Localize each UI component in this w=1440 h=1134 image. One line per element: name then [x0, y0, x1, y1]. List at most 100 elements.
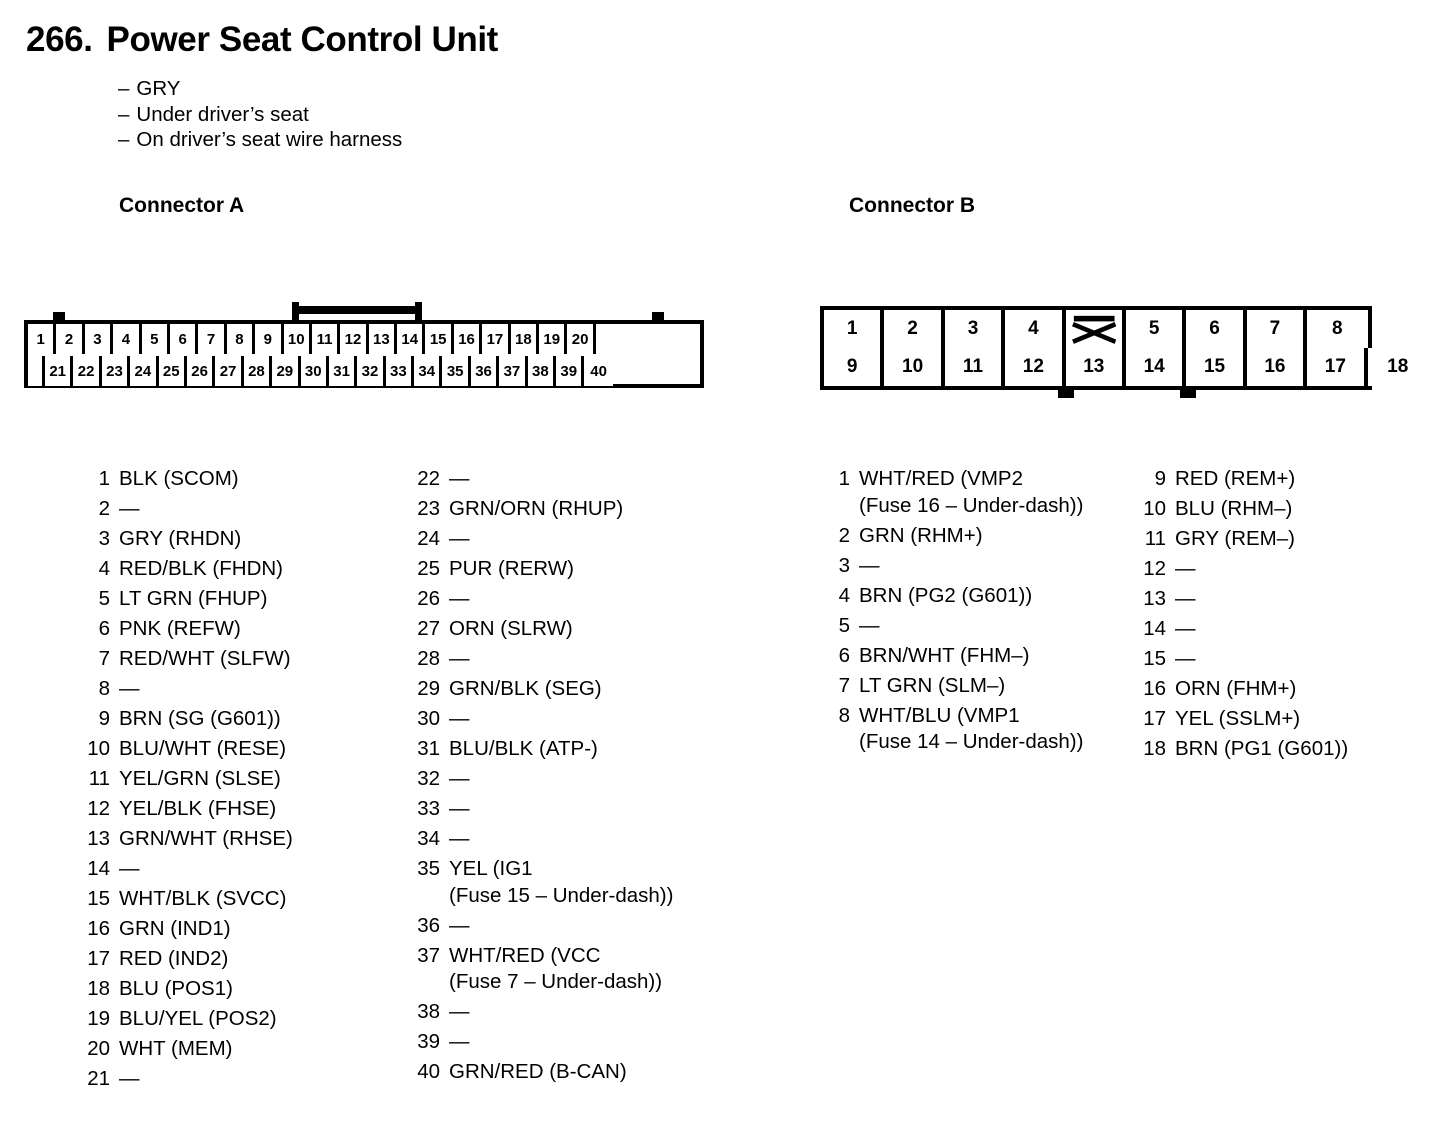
pin-value-continuation: (Fuse 15 – Under-dash)): [449, 883, 674, 907]
pin-number: 11: [1144, 527, 1166, 550]
pin-number: 40: [417, 1060, 440, 1083]
connector-a-pin-cell-36: 36: [470, 356, 500, 386]
pin-row: 38—: [410, 999, 673, 1026]
pin-number: 14: [1143, 617, 1166, 640]
pin-value: BRN (PG1 (G601)): [1175, 737, 1349, 760]
pin-number: 17: [1143, 707, 1166, 730]
header-note: –On driver’s seat wire harness: [118, 127, 402, 153]
connector-a-pin-cell-32: 32: [357, 356, 386, 386]
pin-number: 5: [838, 613, 850, 637]
connector-a-pin-cell-29: 29: [272, 356, 301, 386]
pin-value: GRN/RED (B-CAN): [449, 1060, 627, 1083]
pin-number: 2: [98, 497, 110, 520]
pin-value: BRN (SG (G601)): [119, 707, 281, 730]
pin-value: YEL (SSLM+): [1175, 707, 1301, 730]
connector-a-pin-cell-12: 12: [340, 324, 369, 354]
connector-a-pin-cell-33: 33: [385, 356, 415, 386]
connector-b-pin-cell-3: 3: [944, 310, 1006, 348]
pin-row: 40 GRN/RED (B-CAN): [410, 1059, 673, 1086]
pin-number: 2: [838, 523, 850, 547]
pin-number: 13: [87, 827, 110, 850]
connector-a-pin-cell-15: 15: [425, 324, 454, 354]
pin-value: —: [449, 913, 470, 937]
connector-a-pin-cell-1: 1: [28, 324, 57, 354]
pin-number: 18: [87, 977, 110, 1000]
pin-number: 4: [838, 583, 850, 607]
connector-a-pin-cell-22: 22: [73, 356, 102, 386]
pin-value: BRN (PG2 (G601)): [859, 583, 1033, 607]
connector-b-notch-left: [1058, 386, 1074, 398]
pin-value: —: [449, 647, 470, 670]
pin-number: 39: [417, 1030, 440, 1053]
pin-value: —: [119, 1067, 140, 1090]
note-dash: –: [118, 102, 130, 126]
header-note: –GRY: [118, 76, 402, 102]
pin-value: YEL/BLK (FHSE): [119, 797, 277, 820]
pin-value: ORN (SLRW): [449, 617, 573, 640]
connector-b-pin-cell-6: 6: [1186, 310, 1247, 348]
pin-value-continuation: (Fuse 16 – Under-dash)): [859, 493, 1084, 517]
connector-a-pin-cell-10: 10: [283, 324, 312, 354]
connector-a-pin-cell-30: 30: [300, 356, 329, 386]
pin-number: 35: [417, 857, 440, 880]
pin-number: 5: [98, 587, 110, 610]
pin-number: 17: [87, 947, 110, 970]
connector-a-pin-cell-3: 3: [84, 324, 114, 354]
connector-b-blocked-cell-icon: [1065, 310, 1126, 348]
pin-row: 32—: [410, 766, 673, 793]
pin-value: BLU/WHT (RESE): [119, 737, 287, 760]
pin-number: 12: [1143, 557, 1166, 580]
pin-row: 9 RED (REM+): [1136, 466, 1348, 493]
connector-a-pin-cell-25: 25: [158, 356, 187, 386]
pin-value: BLU (POS1): [119, 977, 233, 1000]
pin-row: 22—: [410, 466, 673, 493]
connector-a-pin-cell-2: 2: [56, 324, 85, 354]
pin-number: 9: [1154, 467, 1166, 490]
pin-value: BLU/YEL (POS2): [119, 1007, 277, 1030]
connector-a-pin-cell-35: 35: [442, 356, 471, 386]
connector-a-pin-cell-38: 38: [527, 356, 557, 386]
pin-number: 26: [417, 587, 440, 610]
pin-value: PUR (RERW): [449, 557, 574, 580]
pin-row: 8—: [80, 676, 293, 703]
pin-row: 2—: [80, 496, 293, 523]
pin-number: 34: [417, 827, 440, 850]
pin-number: 27: [417, 617, 440, 640]
header-note: –Under driver’s seat: [118, 102, 402, 128]
pin-value: BLU (RHM–): [1175, 497, 1293, 520]
note-text: On driver’s seat wire harness: [136, 128, 403, 151]
pin-value: —: [449, 527, 470, 550]
pin-value: LT GRN (SLM–): [859, 673, 1006, 697]
pin-value: WHT/RED (VMP2(Fuse 16 – Under-dash)): [859, 466, 1083, 519]
connector-b-pin-cell-13: 13: [1065, 348, 1126, 386]
pin-number: 7: [838, 673, 850, 697]
pin-row: 27 ORN (SLRW): [410, 616, 673, 643]
connector-b-pin-cell-16: 16: [1246, 348, 1308, 386]
pin-value: —: [1175, 587, 1196, 610]
pin-number: 15: [1143, 647, 1166, 670]
pin-row: 21—: [80, 1066, 293, 1093]
connector-a-pin-cell-27: 27: [215, 356, 244, 386]
pin-number: 18: [1143, 737, 1166, 760]
pin-value: WHT/BLU (VMP1(Fuse 14 – Under-dash)): [859, 703, 1083, 756]
pin-value: —: [449, 1030, 470, 1053]
pin-row: 18 BLU (POS1): [80, 976, 293, 1003]
pin-number: 31: [417, 737, 440, 760]
pin-number: 38: [417, 1000, 440, 1023]
pin-value: —: [119, 677, 140, 700]
pin-value: RED (REM+): [1175, 467, 1296, 490]
pin-value: RED/WHT (SLFW): [119, 647, 291, 670]
pin-number: 29: [417, 677, 440, 700]
connector-a-pin-cell-17: 17: [482, 324, 511, 354]
pin-value: —: [449, 767, 470, 790]
connector-b-pin-cell-12: 12: [1005, 348, 1066, 386]
